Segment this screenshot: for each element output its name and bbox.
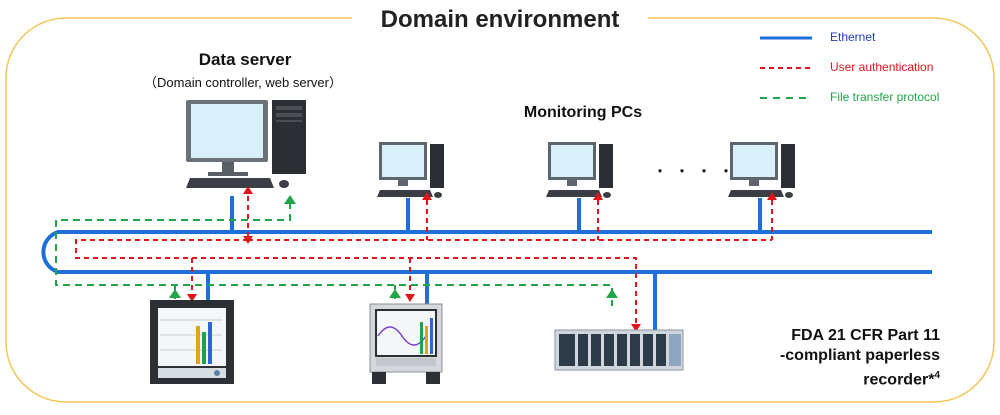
user-auth-arrow-pc3 <box>767 192 777 200</box>
user-auth-arrow-pc1 <box>422 192 432 200</box>
user-auth-arrow-pc2 <box>593 192 603 200</box>
legend-user-auth-label: User authentication <box>830 60 934 74</box>
monitoring-pcs-label: Monitoring PCs <box>523 104 643 121</box>
file-transfer-arrow-server <box>284 195 296 204</box>
legend-ethernet-label: Ethernet <box>830 30 876 44</box>
data-server-subtitle: （Domain controller, web server） <box>144 75 342 90</box>
recorder-line-1: FDA 21 CFR Part 11 <box>791 327 940 344</box>
user-auth-arrow-server <box>243 186 253 194</box>
recorder-line-3: recorder*4 <box>730 366 940 390</box>
recorder-description: FDA 21 CFR Part 11 -compliant paperless … <box>730 326 940 390</box>
legend-file-transfer-label: File transfer protocol <box>830 90 940 104</box>
user-auth-arrow-recorder2 <box>405 294 415 302</box>
data-server-tower-icon <box>272 100 306 174</box>
more-pcs-ellipsis: ・・・・ <box>652 164 741 181</box>
data-server-monitor-icon <box>186 100 268 176</box>
paperless-recorder-1-icon <box>150 300 234 384</box>
diagram-title: Domain environment <box>352 6 648 34</box>
data-server-label: Data server <box>198 50 292 69</box>
paperless-recorder-3-icon <box>554 329 684 371</box>
data-server-keyboard-icon <box>186 178 289 188</box>
user-auth-arrow-recorder3 <box>631 324 641 332</box>
monitoring-pc-1-icon <box>377 142 444 198</box>
ethernet-backbone <box>41 230 932 274</box>
file-transfer-arrow-recorder3 <box>606 289 618 298</box>
recorder-line-3-text: recorder* <box>863 371 935 389</box>
user-auth-loop <box>75 239 637 326</box>
monitoring-pc-3-icon <box>728 142 795 198</box>
file-transfer-path <box>55 202 613 306</box>
monitoring-pc-2-icon <box>546 142 613 198</box>
user-auth-arrow-recorder1 <box>187 294 197 302</box>
file-transfer-arrow-recorder1 <box>169 289 181 298</box>
paperless-recorder-2-icon <box>369 303 443 384</box>
user-auth-arrow-server-down <box>243 236 253 244</box>
recorder-footnote: 4 <box>934 370 940 381</box>
file-transfer-arrow-recorder2 <box>389 289 401 298</box>
recorder-line-2: -compliant paperless <box>779 347 940 364</box>
